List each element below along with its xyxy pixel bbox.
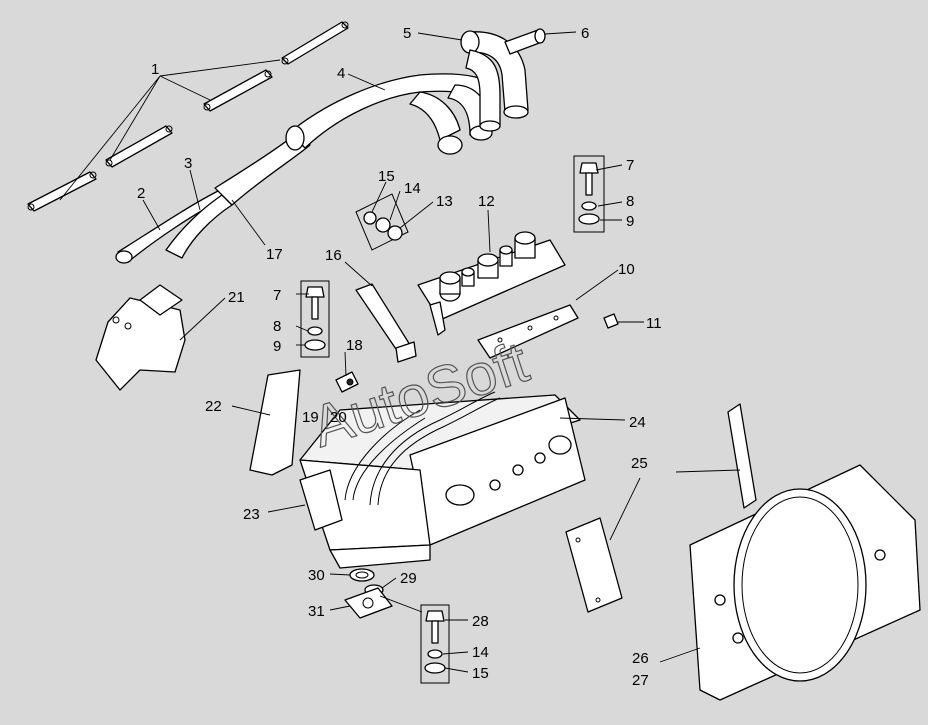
bolt-group-bottom [420, 604, 450, 684]
callout-23: 23 [243, 506, 260, 523]
part-6-pipe [504, 28, 546, 55]
callout-18: 18 [346, 337, 363, 354]
callout-15-upper: 15 [378, 168, 395, 185]
callout-9-middle: 9 [273, 338, 281, 355]
callout-14-upper: 14 [404, 180, 421, 197]
part-31-flange [344, 587, 393, 619]
part-16-bracket [355, 283, 417, 363]
callout-15-lower: 15 [472, 665, 489, 682]
callout-20: 20 [330, 409, 347, 426]
part-1-clamp-d [27, 171, 97, 212]
callout-31: 31 [308, 603, 325, 620]
part-1-clamp-c [105, 125, 173, 168]
bolt-group-middle-left [300, 280, 330, 358]
callout-11: 11 [646, 315, 662, 332]
callout-17: 17 [266, 246, 283, 263]
part-22-panel [249, 369, 301, 476]
callout-16: 16 [325, 247, 342, 264]
part-1-clamp-a [281, 21, 349, 65]
callout-labels: 1 2 3 4 5 6 7 8 9 10 11 12 13 14 15 16 1… [137, 25, 662, 689]
callout-21: 21 [228, 289, 245, 306]
part-1-clamp-b [203, 69, 273, 112]
callout-2: 2 [137, 185, 145, 202]
callout-30: 30 [308, 567, 325, 584]
washer-group-13-15 [355, 193, 409, 251]
callout-13: 13 [436, 193, 453, 210]
part-4-hose [214, 73, 496, 206]
part-30-ring [349, 568, 375, 582]
leader-lines [59, 31, 741, 673]
callout-7-upper: 7 [626, 157, 634, 174]
part-11-screw [603, 313, 619, 329]
part-18-20-fittings [335, 371, 359, 393]
callout-26: 26 [632, 650, 649, 667]
callout-3: 3 [184, 155, 192, 172]
callout-27: 27 [632, 672, 649, 689]
callout-7-middle: 7 [273, 287, 281, 304]
bolt-group-upper-right [573, 155, 605, 233]
part-2-hose [115, 189, 226, 264]
callout-1: 1 [151, 61, 159, 78]
callout-8-upper: 8 [626, 193, 634, 210]
callout-9-upper: 9 [626, 213, 634, 230]
part-21-duct [95, 284, 186, 391]
callout-5: 5 [403, 25, 411, 42]
part-10-plate [477, 304, 579, 359]
part-23-pipes [299, 391, 501, 531]
callout-14-lower: 14 [472, 644, 489, 661]
callout-25: 25 [631, 455, 648, 472]
callout-19: 19 [302, 409, 319, 426]
callout-22: 22 [205, 398, 222, 415]
part-26-27-frame [689, 464, 921, 701]
callout-10: 10 [618, 261, 635, 278]
callout-8-middle: 8 [273, 318, 281, 335]
callout-28: 28 [472, 613, 489, 630]
part-25-bracket-a [565, 517, 623, 613]
callout-29: 29 [400, 570, 417, 587]
part-12-bracket [417, 231, 566, 336]
part-25-bracket-b [727, 403, 757, 509]
callout-12: 12 [478, 193, 495, 210]
callout-4: 4 [337, 65, 345, 82]
callout-24: 24 [629, 414, 646, 431]
callout-6: 6 [581, 25, 589, 42]
